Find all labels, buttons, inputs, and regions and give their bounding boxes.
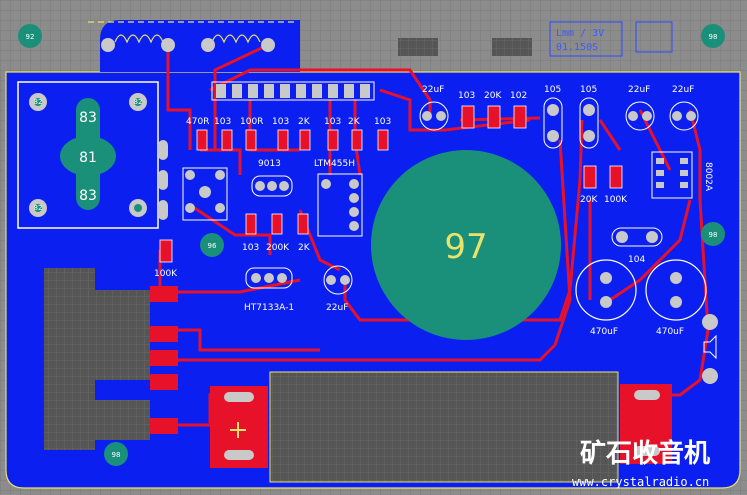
r-row-label-2: 103 [214, 117, 231, 127]
r-bottom-label-1: 103 [242, 243, 259, 253]
svg-text:98: 98 [112, 451, 121, 459]
r-20k-label: 20K [580, 195, 598, 205]
cap-470uf-label-1: 470uF [590, 327, 618, 337]
r-100k-label: 100K [604, 195, 628, 205]
cap-22uf-label-4: 22uF [672, 85, 694, 95]
svg-text:92: 92 [26, 33, 35, 41]
ceramic-filter-outline [317, 173, 363, 237]
r-row-label-7: 2K [348, 117, 361, 127]
mount-holes: 92 98 98 96 98 [18, 24, 725, 466]
cap-470uf-label-2: 470uF [656, 327, 684, 337]
r-row-label-6: 103 [324, 117, 341, 127]
cap-22uf-label-2: 22uF [422, 85, 444, 95]
ifr-transformer-outline [182, 167, 228, 221]
battery-holder-area [269, 371, 619, 483]
pin-header-pads [216, 84, 370, 98]
cap-104-label: 104 [628, 255, 645, 265]
r-top-mid-label-1: 103 [458, 91, 475, 101]
r-top-mid-label-3: 102 [510, 91, 527, 101]
top-connector-1 [398, 38, 438, 56]
speaker-connector-area [44, 268, 150, 450]
side-pad-label-2: 82 [134, 98, 143, 106]
cap-105-label-1: 105 [544, 85, 561, 95]
ic-8002a-label: 8002A [703, 162, 713, 192]
r-row-label-3: 100R [240, 117, 263, 127]
r-top-mid-label-2: 20K [484, 91, 502, 101]
side-pad-label-3: 82 [34, 204, 43, 212]
cap-22uf-label-3: 22uF [628, 85, 650, 95]
center-mount-hole [371, 150, 561, 340]
speaker-icon [703, 334, 717, 360]
center-hole-label: 97 [444, 227, 487, 267]
cap-470uf-outline-1 [575, 259, 637, 321]
pot-pad-label-center: 81 [79, 150, 97, 166]
transistor-9013-label: 9013 [258, 159, 281, 169]
ceramic-filter-label: LTM455H [314, 159, 355, 169]
watermark-url: www.crystalradio.cn [572, 475, 709, 489]
r-bottom-bodies [245, 213, 309, 235]
board-top-tab [100, 20, 300, 72]
pin-header-outline [211, 81, 375, 101]
r-row-label-8: 103 [374, 117, 391, 127]
pot-slot [76, 98, 100, 210]
svg-text:98: 98 [709, 231, 718, 239]
r-left-label: 100K [154, 269, 178, 279]
regulator-label: HT7133A-1 [244, 303, 294, 313]
watermark-title: 矿石收音机 [580, 438, 710, 469]
side-pad-label-1: 82 [34, 98, 43, 106]
r-row-bodies [196, 129, 389, 151]
pot-pad-label-bottom: 83 [79, 188, 97, 204]
r-row-label-1: 470R [186, 117, 209, 127]
cap-470uf-outline-2 [645, 259, 707, 321]
pot-pad-label-top: 83 [79, 110, 97, 126]
speaker-connector-pads [150, 286, 178, 434]
ic-8002a-outline [651, 151, 693, 199]
r-left-body [159, 239, 173, 263]
top-connector-2 [492, 38, 532, 56]
svg-text:98: 98 [709, 33, 718, 41]
r-bottom-label-2: 200K [266, 243, 290, 253]
transistor-9013-outline [251, 175, 293, 197]
cap-105-label-2: 105 [580, 85, 597, 95]
cap-22uf-label-1: 22uF [326, 303, 348, 313]
ghost-text-2: 01.150S [556, 42, 598, 53]
r-bottom-label-3: 2K [298, 243, 311, 253]
r-row-label-5: 2K [298, 117, 311, 127]
regulator-outline [245, 267, 293, 289]
r-row-label-4: 103 [272, 117, 289, 127]
coil-footprints [88, 21, 298, 44]
svg-text:96: 96 [208, 242, 217, 250]
plus-icon [230, 422, 246, 438]
ghost-text-1: Lmm / 3V [556, 28, 604, 39]
